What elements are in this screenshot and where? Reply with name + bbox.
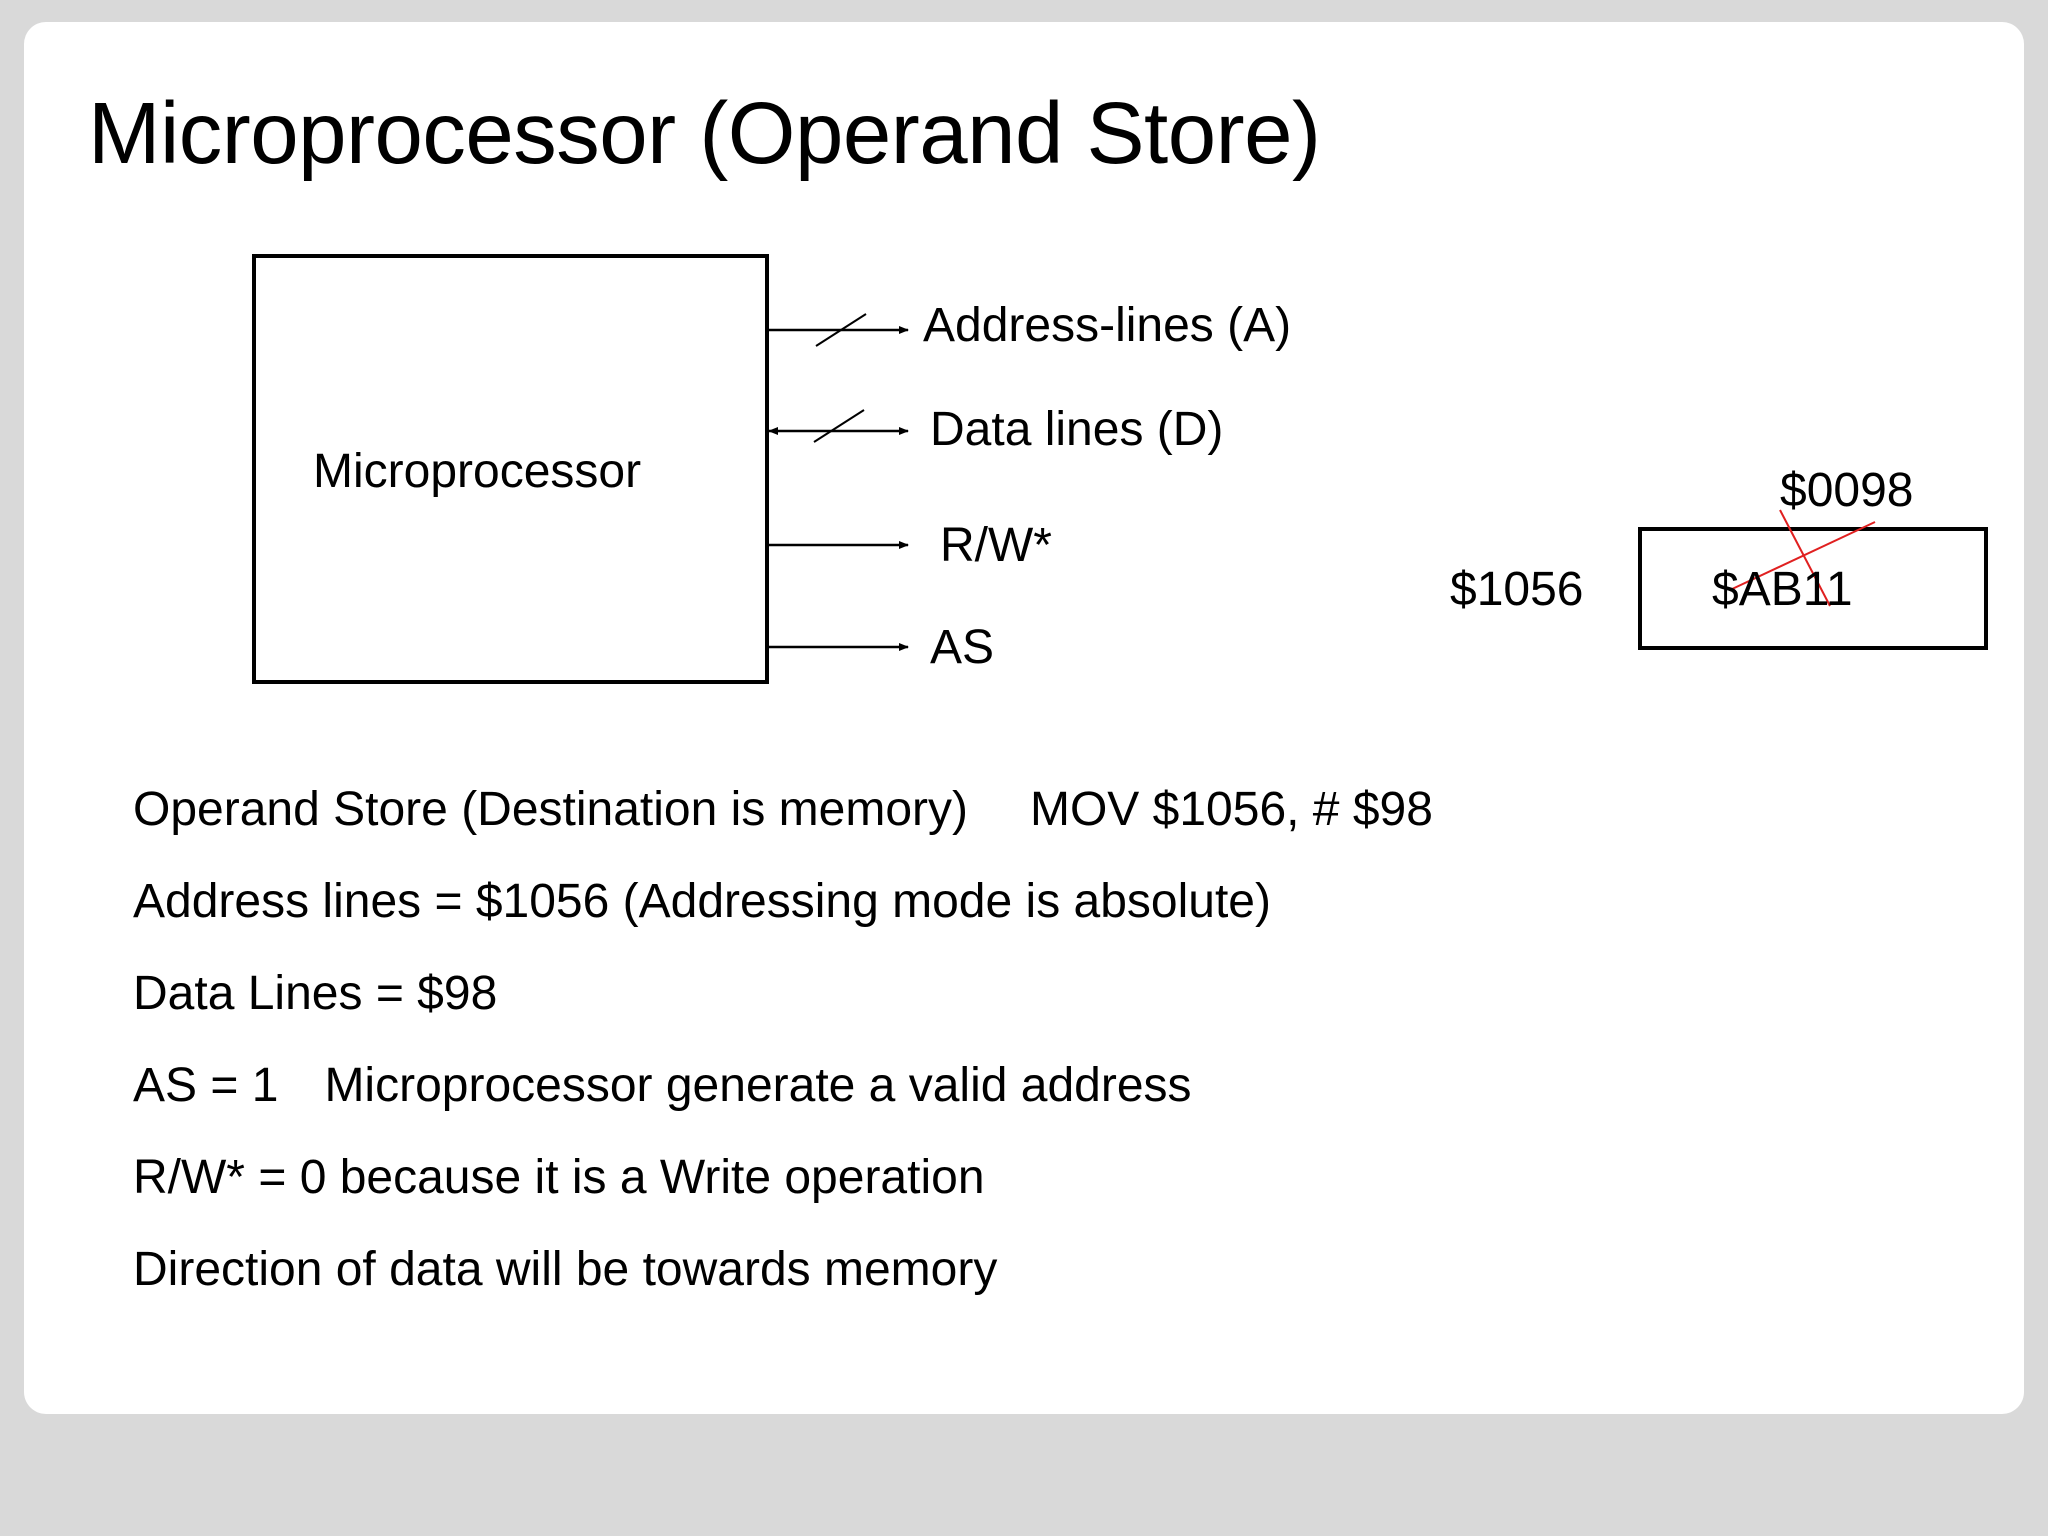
note-data-lines: Data Lines = $98 bbox=[133, 967, 498, 1020]
note-address-lines: Address lines = $1056 (Addressing mode i… bbox=[133, 875, 1271, 928]
address-bus-slash bbox=[815, 313, 867, 347]
microprocessor-label: Microprocessor bbox=[313, 445, 642, 498]
slide-title: Microprocessor (Operand Store) bbox=[88, 85, 1321, 182]
note-instruction: MOV $1056, # $98 bbox=[1029, 783, 1433, 836]
memory-cell bbox=[1638, 527, 1988, 650]
microprocessor-block bbox=[252, 254, 769, 684]
note-operand-store-text: Operand Store (Destination is memory) bbox=[133, 783, 968, 836]
strike-line-2 bbox=[1779, 509, 1831, 607]
data-bus-slash bbox=[813, 409, 865, 443]
note-operand-store: Operand Store (Destination is memory) MOV… bbox=[133, 782, 1433, 874]
as-label: AS bbox=[930, 621, 995, 674]
rw-label: R/W* bbox=[940, 519, 1052, 572]
memory-old-value: $AB11 bbox=[1712, 563, 1853, 616]
note-as-signal: AS = 1 bbox=[133, 1059, 279, 1112]
data-lines-label: Data lines (D) bbox=[930, 403, 1224, 456]
memory-address-label: $1056 bbox=[1450, 563, 1584, 616]
explanation-list: Operand Store (Destination is memory) MOV… bbox=[133, 782, 1433, 1334]
strike-line-1 bbox=[1729, 521, 1876, 591]
address-lines-label: Address-lines (A) bbox=[923, 299, 1292, 352]
note-as-text: Microprocessor generate a valid address bbox=[324, 1059, 1192, 1112]
note-direction: Direction of data will be towards memory bbox=[133, 1243, 998, 1296]
note-as: AS = 1 Microprocessor generate a valid ad… bbox=[133, 1058, 1433, 1150]
note-rw: R/W* = 0 because it is a Write operation bbox=[133, 1151, 985, 1204]
memory-new-value: $0098 bbox=[1780, 464, 1914, 517]
